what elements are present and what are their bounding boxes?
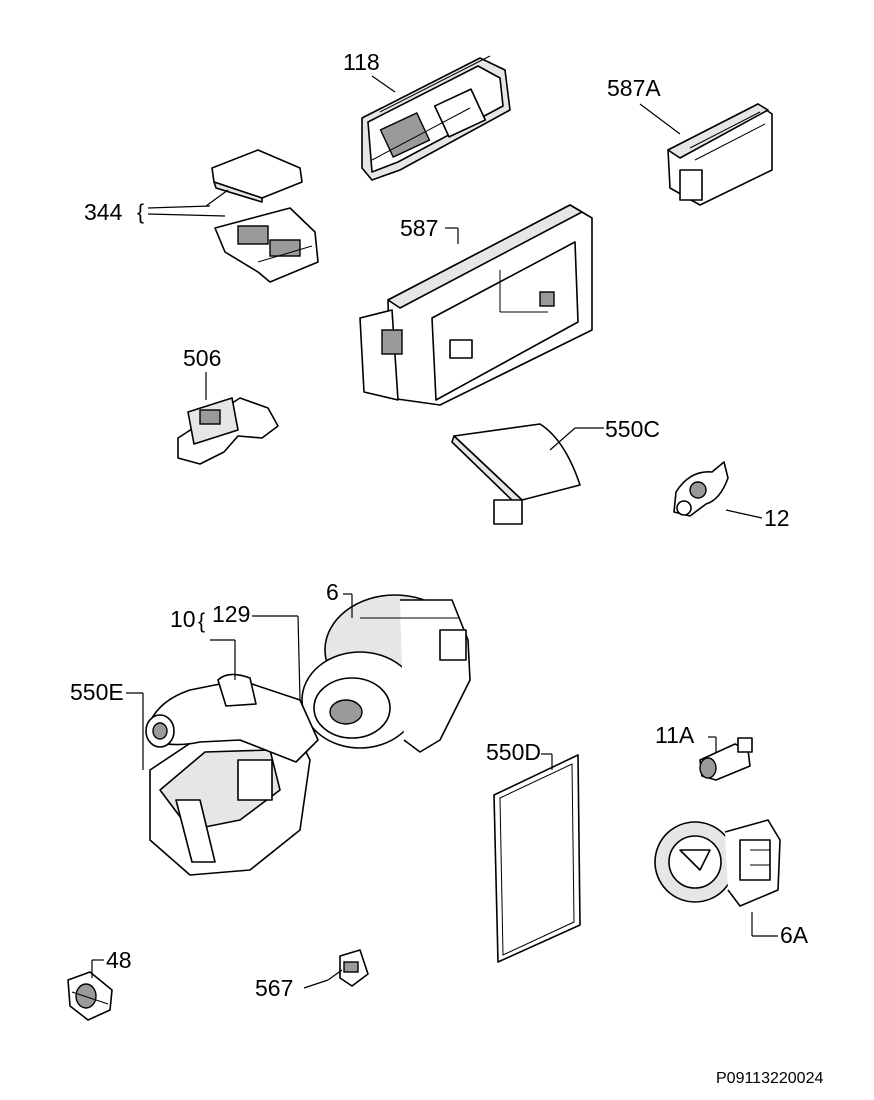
label-567: 567: [255, 975, 293, 1001]
label-129: 129: [212, 601, 250, 627]
leader-567: [303, 979, 329, 989]
part-567-clip: [339, 949, 369, 987]
leader-118: [371, 75, 396, 93]
label-587a: 587A: [607, 75, 661, 101]
leader-344-a: [147, 205, 211, 209]
part-550e-sump-housing: [149, 719, 311, 876]
leader-344-b: [147, 213, 226, 217]
leader-12: [725, 509, 763, 519]
label-11a: 11A: [655, 722, 695, 748]
label-344: 344: [84, 199, 123, 225]
label-6a: 6A: [780, 922, 809, 948]
part-6-circulation-pump: [301, 594, 471, 753]
label-506: 506: [183, 345, 221, 371]
leader-567-b: [327, 969, 343, 981]
label-12: 12: [764, 505, 790, 531]
part-344-switch-assembly: [211, 149, 319, 283]
label-550d: 550D: [486, 739, 541, 765]
part-587-main-module: [359, 204, 593, 406]
part-6a-drain-pump: [654, 819, 781, 907]
part-587a-module: [667, 103, 773, 206]
leader-587a: [639, 103, 681, 135]
label-6: 6: [326, 579, 339, 605]
label-118: 118: [343, 49, 380, 75]
label-550e: 550E: [70, 679, 124, 705]
brace-10: {: [198, 610, 205, 633]
part-550d-gasket: [493, 754, 581, 963]
leader-550c-b: [549, 427, 576, 451]
label-550c: 550C: [605, 416, 660, 442]
part-12-valve: [673, 461, 729, 517]
part-506-sensor: [177, 397, 279, 465]
part-118-control-board: [361, 55, 511, 181]
leader-344-c: [205, 189, 229, 207]
part-550c-cover: [451, 423, 581, 525]
part-48-thermostat: [67, 971, 113, 1021]
label-48: 48: [106, 947, 132, 973]
label-587: 587: [400, 215, 438, 241]
brace-344: {: [137, 201, 144, 224]
part-129-hose: [145, 673, 319, 763]
reference-code: P09113220024: [716, 1070, 823, 1087]
leader-129-b: [297, 615, 301, 701]
part-11a-sensor: [699, 737, 753, 781]
label-10: 10: [170, 606, 196, 632]
